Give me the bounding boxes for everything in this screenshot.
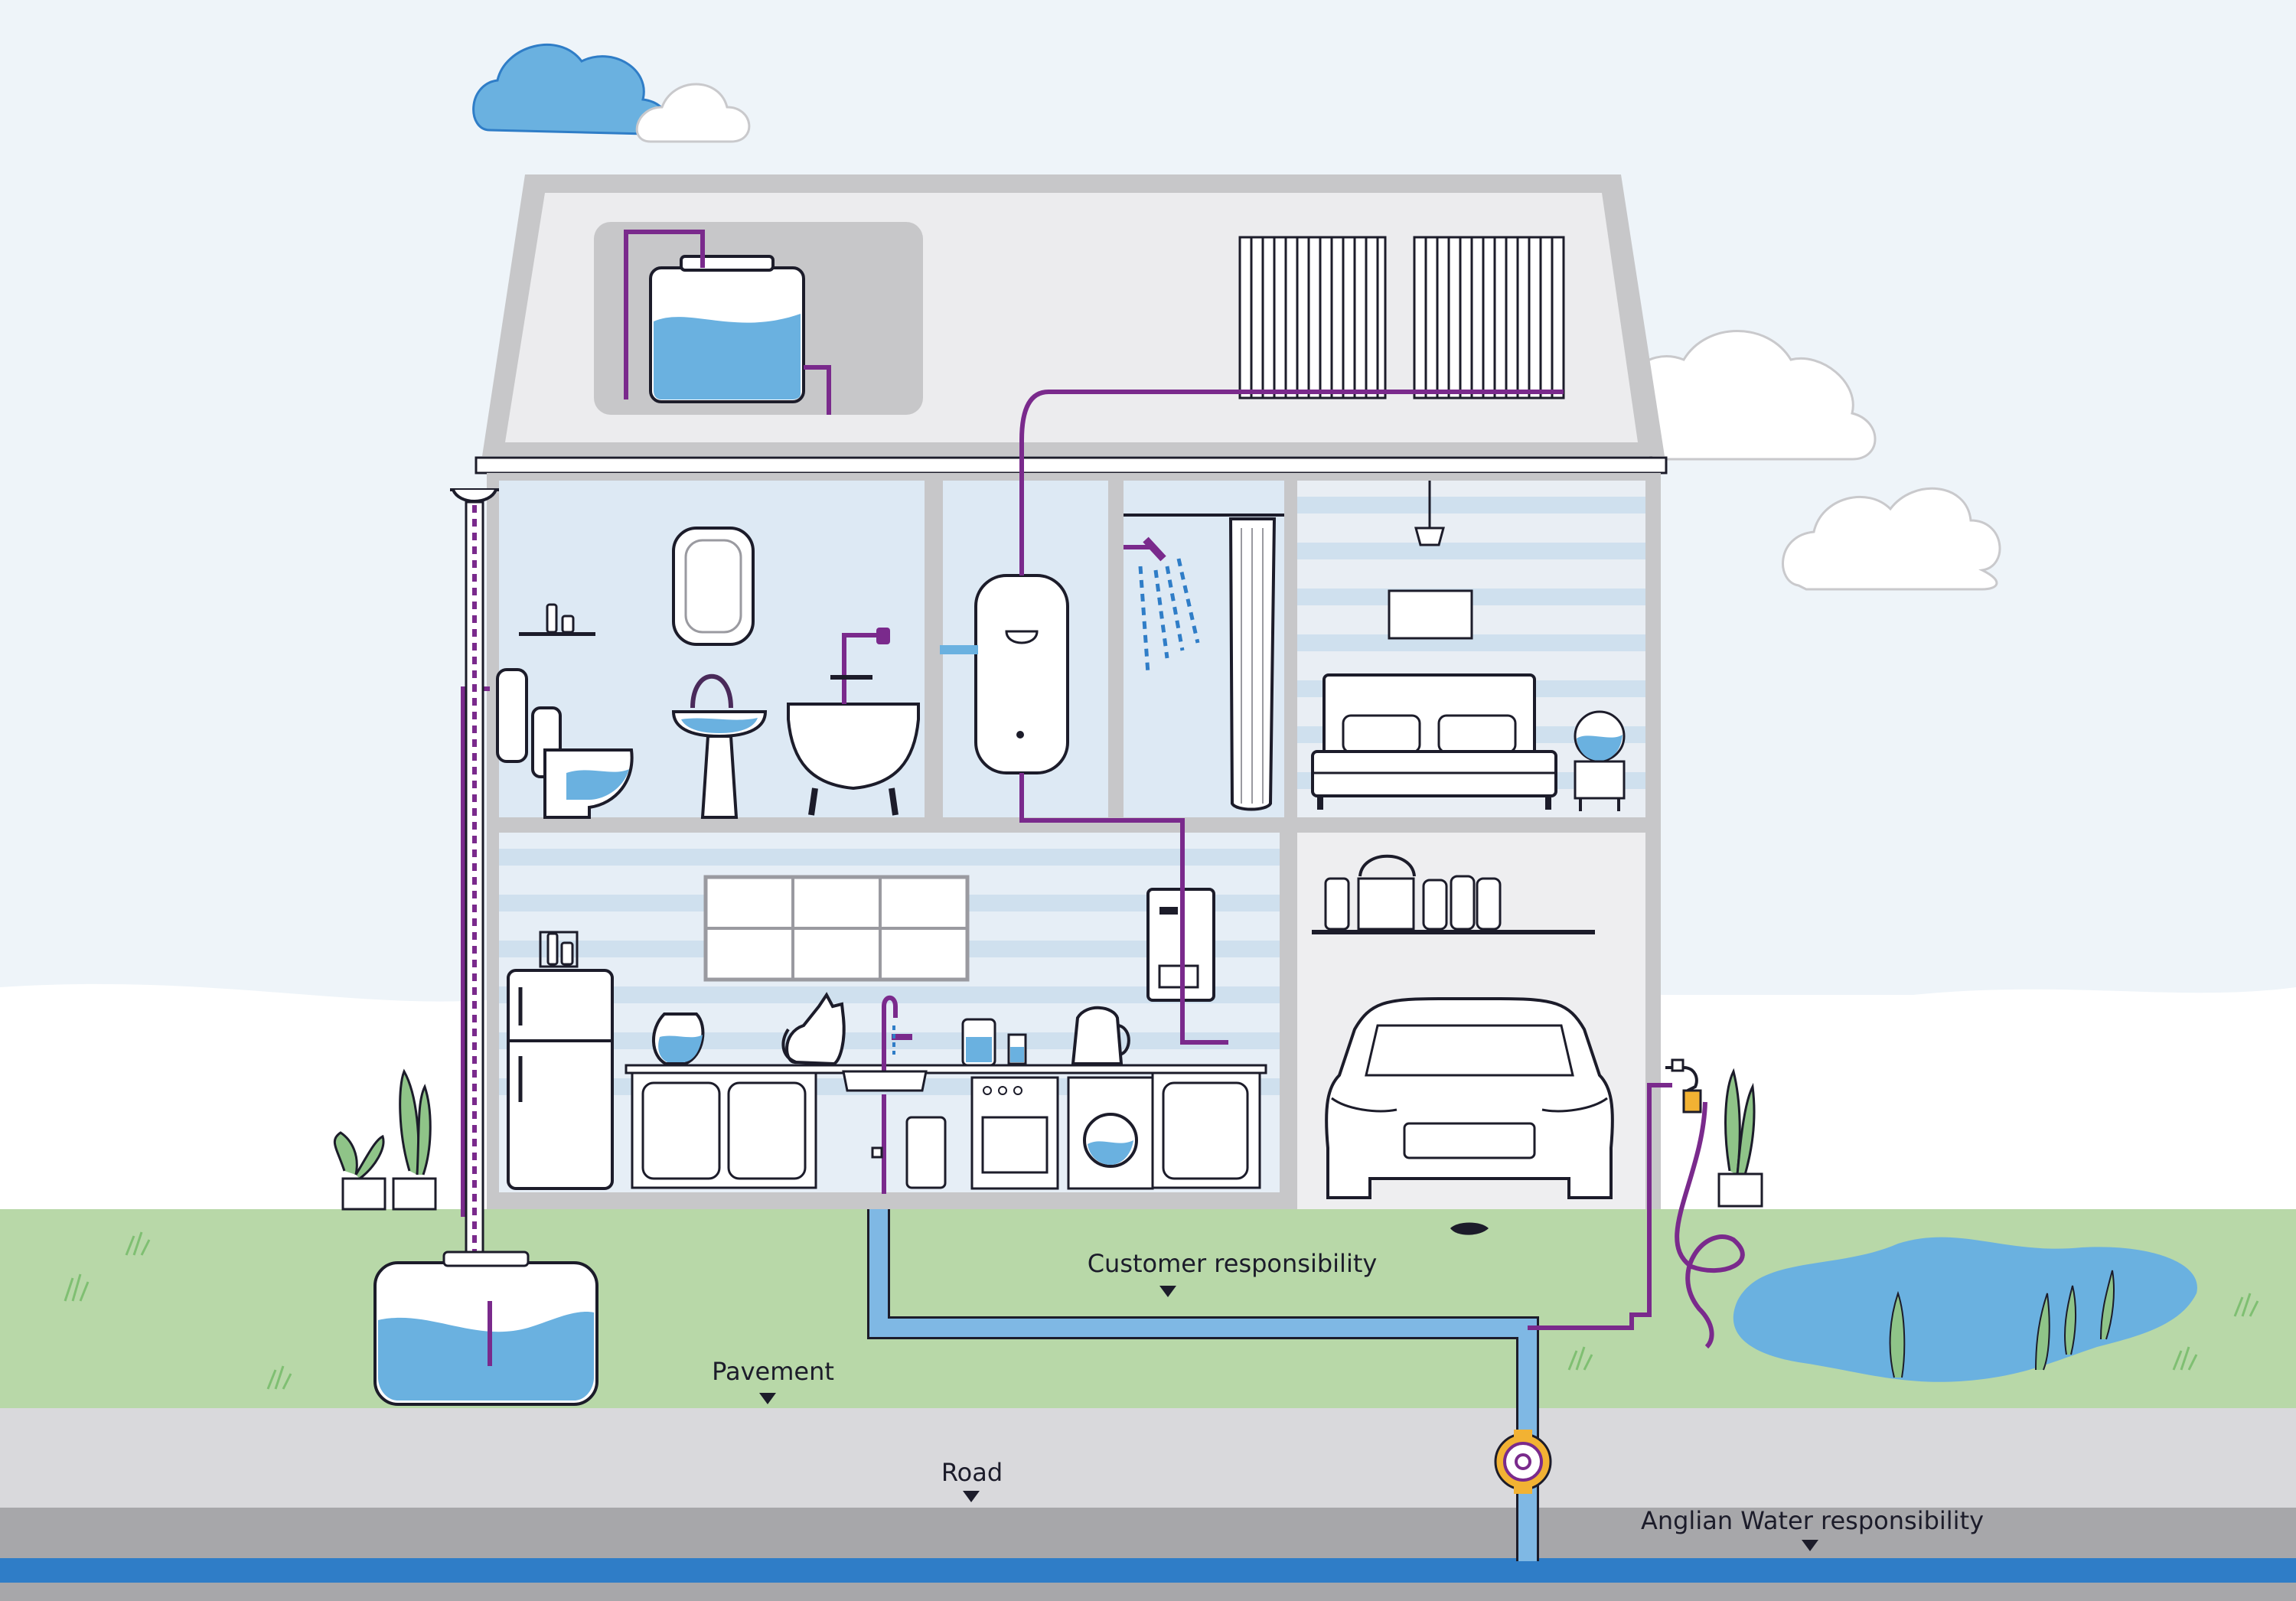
cat-icon <box>781 992 846 1066</box>
sink-icon <box>842 1070 928 1092</box>
shower-curtain-icon <box>1124 514 1284 811</box>
anglian-water-responsibility-label: Anglian Water responsibility <box>1641 1506 1984 1551</box>
cleaning-bottles-icon <box>1312 875 1595 934</box>
loft-water-tank-icon <box>649 255 805 403</box>
jug-icon <box>652 1012 705 1065</box>
pavement-label: Pavement <box>712 1357 834 1404</box>
customer-responsibility-label: Customer responsibility <box>1088 1249 1378 1297</box>
solar-panel-icon <box>1413 236 1565 399</box>
road-area <box>0 1508 2296 1601</box>
stop-tap-icon <box>871 1094 947 1194</box>
cloud-icon <box>1782 487 2001 591</box>
gutter-icon <box>475 456 1668 474</box>
worktop <box>625 1064 1267 1189</box>
basin-icon <box>671 673 768 819</box>
water-meter-icon <box>1494 1430 1552 1494</box>
svg-text:Road: Road <box>941 1458 1003 1487</box>
plant-pot-icon <box>392 1068 437 1211</box>
paint-tin-icon <box>1357 854 1416 931</box>
shower-icon <box>1124 536 1200 674</box>
water-main <box>0 1558 2296 1583</box>
hot-water-cylinder-icon <box>940 574 1069 774</box>
water-butt-icon <box>373 1250 598 1406</box>
window <box>703 875 970 982</box>
cloud-icon <box>1622 330 1877 461</box>
mirror-icon <box>672 527 755 646</box>
lamp-icon <box>1414 481 1445 546</box>
svg-text:Customer responsibility: Customer responsibility <box>1088 1249 1378 1278</box>
car-icon <box>1325 997 1614 1199</box>
downpipe-icon <box>450 488 499 1261</box>
shelf <box>539 931 579 968</box>
picture-frame <box>1388 589 1473 640</box>
svg-text:Pavement: Pavement <box>712 1357 834 1386</box>
jug-icon <box>961 1018 1027 1067</box>
oven-icon <box>970 1076 1059 1190</box>
road-label: Road <box>941 1458 1003 1502</box>
shelf <box>519 603 595 636</box>
pavement-area <box>0 1408 2296 1508</box>
plant-pot-icon <box>1717 1068 1763 1208</box>
kitchen-tap-icon <box>882 995 912 1075</box>
fridge-icon <box>507 969 614 1190</box>
cloud-icon <box>472 43 751 143</box>
plant-pot-icon <box>333 1131 386 1211</box>
fishbowl-icon <box>1574 710 1626 811</box>
washing-machine-icon <box>1067 1076 1154 1190</box>
svg-text:Anglian Water responsibility: Anglian Water responsibility <box>1641 1506 1984 1535</box>
solar-panel-icon <box>1238 236 1387 399</box>
bed-icon <box>1311 673 1557 810</box>
kettle-icon <box>1071 1006 1130 1065</box>
tap-icon <box>690 673 733 709</box>
bath-icon <box>787 628 920 816</box>
outside-tap-icon <box>1665 1058 1702 1114</box>
grass-tufts <box>64 1231 2259 1390</box>
pond-icon <box>1733 1237 2197 1382</box>
toilet-icon <box>496 668 634 819</box>
oil-stain <box>1450 1222 1489 1235</box>
